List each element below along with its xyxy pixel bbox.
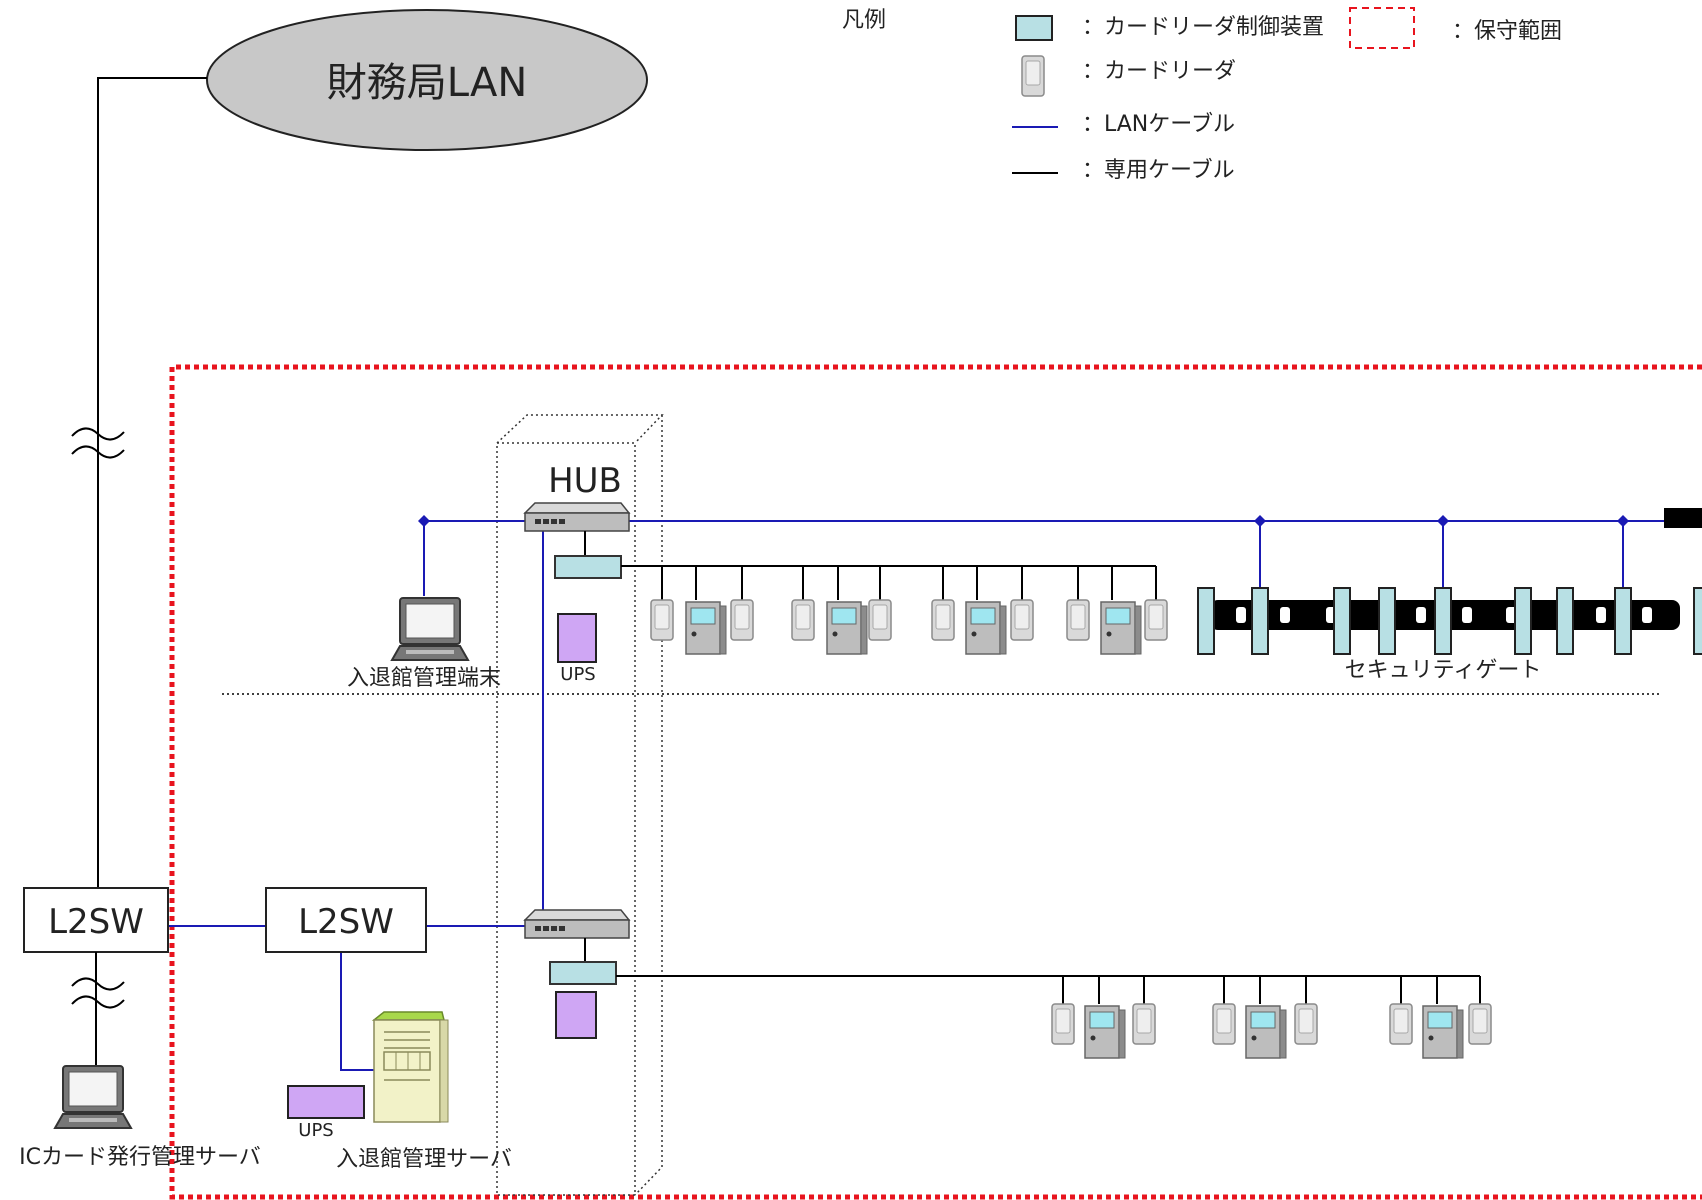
controller-lower [549,961,617,985]
legend-controller-swatch [1015,15,1053,41]
ups-server [287,1085,365,1119]
gate-post [1556,587,1574,655]
gate-post [1614,587,1632,655]
lan-uplink-cable [97,77,207,888]
l2sw-right-label: L2SW [298,902,394,942]
financial-lan-label: 財務局LAN [327,60,528,106]
hub-lower [524,909,630,939]
gate-post [1333,587,1351,655]
reader-group [791,599,892,655]
cable-continuation [1664,508,1702,528]
card-reader [650,599,674,641]
reader-group [1051,1003,1156,1059]
lan-junctions [418,515,1629,527]
card-reader [1132,1003,1156,1045]
legend: 凡例 ：カードリーダ制御装置 ：カードリーダ ：LANケーブル ：専用ケーブル … [842,7,1562,183]
card-reader [1144,599,1168,641]
card-reader [730,599,754,641]
gate-post [1378,587,1396,655]
hub-label: HUB [548,461,622,501]
reader-group [650,599,754,655]
equipment-rack [496,414,664,1196]
l2sw-left-label: L2SW [48,902,144,942]
legend-reader-swatch [1021,55,1045,97]
door-with-reader [965,601,1007,655]
door-with-reader [1100,601,1142,655]
entry-terminal-label: 入退館管理端末 [347,666,501,691]
l2sw-right [265,887,427,953]
line-break-mark [71,427,125,1009]
security-gate-label: セキュリティゲート [1345,658,1542,683]
card-reader [1212,1003,1236,1045]
controller-upper [554,555,622,579]
lan-cables [168,520,1668,1071]
legend-controller-label: ：カードリーダ制御装置 [1082,15,1324,40]
financial-lan-cloud [206,9,648,151]
entry-server [371,1011,449,1123]
ic-card-server-laptop [54,1065,132,1129]
door-with-reader [826,601,868,655]
legend-dedicated-label: ：専用ケーブル [1082,158,1235,183]
card-reader [1051,1003,1075,1045]
ic-card-server-label: ICカード発行管理サーバ [19,1145,261,1170]
door-with-reader [685,601,727,655]
door-with-reader [1245,1005,1287,1059]
security-gates [1197,587,1702,655]
card-reader [931,599,955,641]
legend-scope-swatch [1349,7,1415,49]
hub-upper [524,502,630,532]
card-reader [1468,1003,1492,1045]
ups-upper-label: UPS [560,664,595,685]
ups-lower [555,991,597,1039]
card-reader [791,599,815,641]
card-reader [1066,599,1090,641]
ups-upper [557,613,597,663]
legend-lan-label: ：LANケーブル [1082,112,1235,137]
gate-post [1514,587,1532,655]
card-reader [1389,1003,1413,1045]
reader-group [1066,599,1168,655]
reader-group [1212,1003,1318,1059]
gate-post [1434,587,1452,655]
reader-group [931,599,1034,655]
maintenance-scope-boundary [169,364,1702,1200]
ups-server-label: UPS [298,1120,333,1141]
gate-post [1251,587,1269,655]
reader-group [1389,1003,1492,1059]
door-with-reader [1084,1005,1126,1059]
card-reader [1294,1003,1318,1045]
legend-scope-label: ：保守範囲 [1452,19,1562,44]
door-with-reader [1422,1005,1464,1059]
entry-terminal-laptop [391,597,469,661]
gate-post [1693,587,1702,655]
gate-post [1197,587,1215,655]
dedicated-cables [616,565,1481,1004]
entry-server-label: 入退館管理サーバ [336,1147,512,1172]
legend-reader-label: ：カードリーダ [1082,59,1236,84]
legend-title: 凡例 [842,8,886,33]
card-reader [868,599,892,641]
card-reader [1010,599,1034,641]
